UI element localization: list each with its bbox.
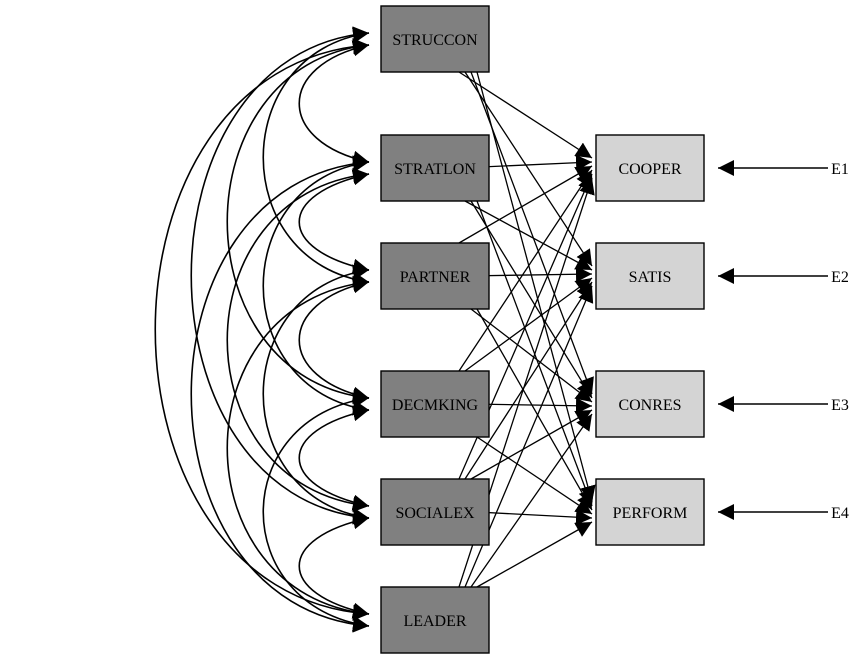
covariance-decmking-leader — [262, 392, 370, 632]
endogenous-label-perform: PERFORM — [613, 505, 688, 522]
endogenous-box-perform — [595, 478, 705, 546]
endogenous-box-cooper — [595, 134, 705, 202]
path-leader-to-perform — [476, 521, 593, 588]
exogenous-node-partner: PARTNER — [380, 242, 490, 310]
exogenous-box-partner — [380, 242, 490, 310]
covariance-decmking-socialex — [298, 405, 370, 511]
covariance-struccon-leader — [154, 38, 370, 621]
exogenous-node-socialex: SOCIALEX — [380, 478, 490, 546]
covariance-struccon-partner — [262, 27, 370, 288]
covariance-struccon-decmking — [226, 38, 370, 405]
covariance-stratlon-socialex — [226, 167, 370, 513]
endogenous-node-satis: SATIS — [595, 242, 705, 310]
exogenous-label-partner: PARTNER — [400, 269, 471, 286]
path-partner-to-cooper — [458, 165, 593, 244]
path-socialex-to-conres — [470, 409, 593, 480]
path-decmking-to-satis — [464, 277, 593, 372]
exogenous-box-stratlon — [380, 134, 490, 202]
exogenous-label-socialex: SOCIALEX — [395, 505, 475, 522]
exogenous-box-decmking — [380, 370, 490, 438]
covariance-socialex-leader — [298, 513, 370, 619]
exogenous-node-stratlon: STRATLON — [380, 134, 490, 202]
path-layer — [458, 71, 828, 588]
covariance-struccon-socialex — [190, 26, 370, 525]
exogenous-node-decmking: DECMKING — [380, 370, 490, 438]
exogenous-label-leader: LEADER — [403, 613, 466, 630]
error-label-e2: E2 — [831, 269, 849, 286]
covariance-struccon-stratlon — [298, 40, 370, 167]
exogenous-box-leader — [380, 586, 490, 654]
exogenous-box-socialex — [380, 478, 490, 546]
covariance-partner-decmking — [298, 277, 370, 403]
path-stratlon-to-conres — [470, 200, 593, 399]
endogenous-node-conres: CONRES — [595, 370, 705, 438]
exogenous-label-decmking: DECMKING — [392, 397, 479, 414]
path-decmking-to-cooper — [458, 169, 593, 372]
covariance-stratlon-partner — [298, 169, 370, 275]
path-socialex-to-satis — [464, 281, 593, 480]
covariance-partner-socialex — [262, 264, 370, 524]
exogenous-box-struccon — [380, 5, 490, 73]
path-partner-to-perform — [476, 308, 593, 511]
exogenous-node-leader: LEADER — [380, 586, 490, 654]
exogenous-label-stratlon: STRATLON — [394, 161, 476, 178]
covariance-stratlon-decmking — [262, 156, 370, 416]
endogenous-node-perform: PERFORM — [595, 478, 705, 546]
endogenous-label-conres: CONRES — [618, 397, 681, 414]
exogenous-node-struccon: STRUCCON — [380, 5, 490, 73]
covariance-partner-leader — [226, 275, 370, 621]
endogenous-node-cooper: COOPER — [595, 134, 705, 202]
endogenous-box-conres — [595, 370, 705, 438]
endogenous-label-satis: SATIS — [629, 269, 672, 286]
covariance-stratlon-leader — [190, 155, 370, 633]
error-label-e3: E3 — [831, 397, 849, 414]
endogenous-box-satis — [595, 242, 705, 310]
exogenous-label-struccon: STRUCCON — [392, 32, 478, 49]
endogenous-label-cooper: COOPER — [618, 161, 681, 178]
path-decmking-to-perform — [476, 436, 593, 515]
path-struccon-to-perform — [476, 71, 596, 503]
path-partner-to-conres — [470, 308, 593, 403]
error-label-e4: E4 — [831, 505, 849, 522]
covariance-layer — [154, 26, 370, 633]
error-label-e1: E1 — [831, 161, 849, 178]
path-stratlon-to-satis — [464, 200, 593, 271]
path-leader-to-conres — [470, 413, 593, 588]
